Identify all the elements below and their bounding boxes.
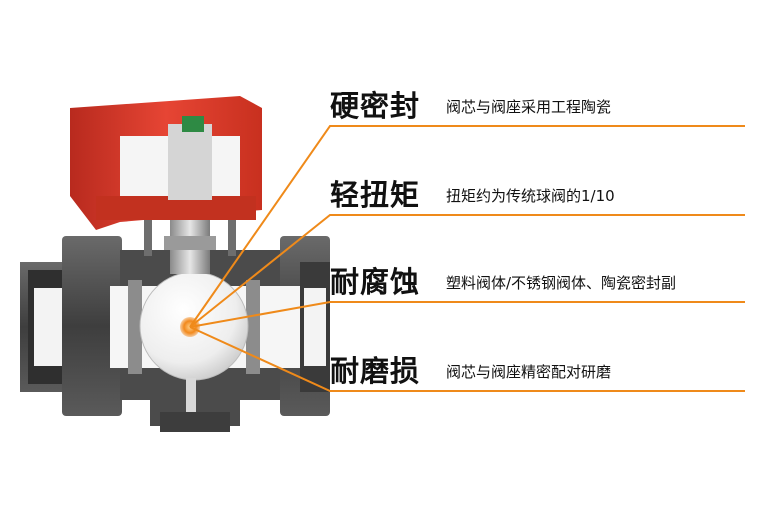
bolt-right: [228, 196, 236, 256]
feature-description: 塑料阀体/不锈钢阀体、陶瓷密封副: [446, 274, 677, 292]
feature-title: 硬密封: [330, 89, 421, 123]
feature-title: 耐腐蚀: [330, 265, 421, 299]
lower-stem: [186, 378, 196, 412]
callout-line-hard-seal: [189, 125, 745, 328]
red-actuator: [70, 96, 262, 230]
valve-seat-left: [128, 280, 142, 374]
feature-description: 阀芯与阀座精密配对研磨: [446, 363, 612, 381]
callout-line-low-torque: [189, 214, 745, 328]
bolt-left: [144, 196, 152, 256]
feature-description: 扭矩约为传统球阀的1/10: [446, 187, 615, 205]
feature-title: 轻扭矩: [330, 178, 421, 212]
callout-line-wear: [189, 326, 745, 392]
callout-line-corrosion: [189, 301, 745, 328]
feature-description: 阀芯与阀座采用工程陶瓷: [446, 98, 612, 116]
valve-seat-right: [246, 280, 260, 374]
circuit-board-icon: [182, 116, 204, 132]
feature-title: 耐磨损: [330, 354, 421, 388]
